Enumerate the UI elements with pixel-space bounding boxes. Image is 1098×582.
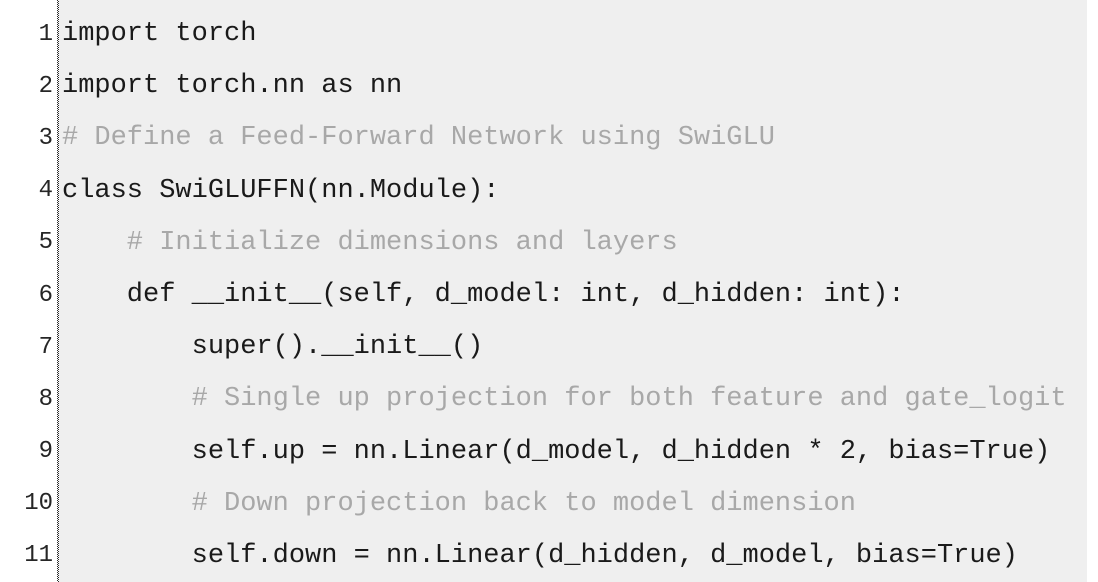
code-line: 11 self.down = nn.Linear(d_hidden, d_mod… — [0, 530, 1098, 582]
code-line: 1 import torch — [0, 8, 1098, 60]
line-number: 4 — [38, 177, 53, 205]
code-lines: 1 import torch 2 import torch.nn as nn 3… — [0, 8, 1098, 582]
gutter-divider — [57, 0, 59, 582]
code-text: import torch.nn as nn — [62, 71, 403, 102]
code-text: # Initialize dimensions and layers — [62, 227, 678, 258]
code-text: super().__init__() — [62, 332, 484, 363]
code-text: # Single up projection for both feature … — [62, 384, 1067, 415]
code-text: def __init__(self, d_model: int, d_hidde… — [62, 280, 905, 311]
code-text: class SwiGLUFFN(nn.Module): — [62, 175, 500, 206]
line-number: 5 — [38, 229, 53, 257]
code-line: 6 def __init__(self, d_model: int, d_hid… — [0, 269, 1098, 321]
line-number: 11 — [24, 542, 53, 570]
line-number: 1 — [38, 20, 53, 48]
line-number: 6 — [38, 281, 53, 309]
line-number: 9 — [38, 438, 53, 466]
line-number: 8 — [38, 385, 53, 413]
line-number: 7 — [38, 333, 53, 361]
line-number: 3 — [38, 124, 53, 152]
code-area-background — [59, 0, 1087, 582]
code-line: 7 super().__init__() — [0, 321, 1098, 373]
code-line: 2 import torch.nn as nn — [0, 60, 1098, 112]
code-line: 3 # Define a Feed-Forward Network using … — [0, 112, 1098, 164]
line-number: 10 — [24, 490, 53, 518]
code-text: # Down projection back to model dimensio… — [62, 488, 856, 519]
code-line: 9 self.up = nn.Linear(d_model, d_hidden … — [0, 426, 1098, 478]
code-text: import torch — [62, 19, 257, 50]
code-text: # Define a Feed-Forward Network using Sw… — [62, 123, 775, 154]
code-line: 5 # Initialize dimensions and layers — [0, 217, 1098, 269]
code-text: self.down = nn.Linear(d_hidden, d_model,… — [62, 540, 1018, 571]
code-line: 10 # Down projection back to model dimen… — [0, 478, 1098, 530]
code-text: self.up = nn.Linear(d_model, d_hidden * … — [62, 436, 1051, 467]
line-number: 2 — [38, 72, 53, 100]
code-line: 4 class SwiGLUFFN(nn.Module): — [0, 165, 1098, 217]
code-line: 8 # Single up projection for both featur… — [0, 373, 1098, 425]
